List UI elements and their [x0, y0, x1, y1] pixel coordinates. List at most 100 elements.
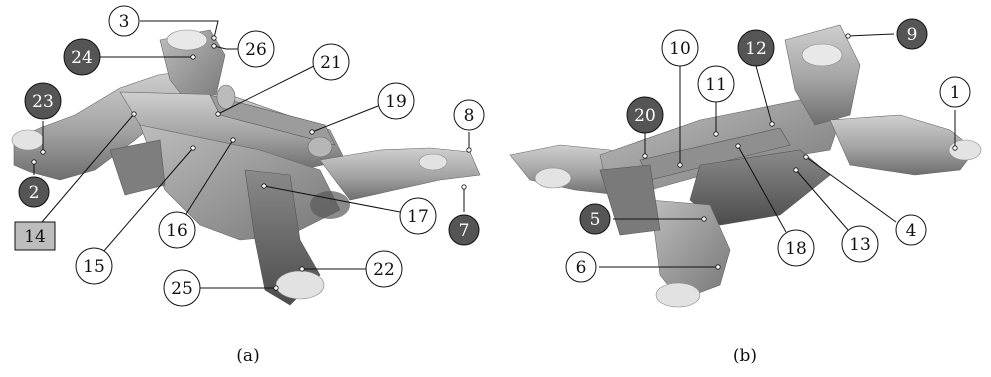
leader-line-4	[805, 156, 897, 223]
callout-label-9: 9	[907, 25, 918, 45]
callout-3: 3	[108, 5, 140, 37]
leader-line-17	[263, 185, 401, 213]
callout-26: 26	[237, 30, 275, 68]
callout-20: 20	[626, 96, 664, 134]
leader-line-13	[795, 169, 849, 231]
callout-shape-11	[697, 65, 735, 103]
callout-shape-17	[399, 197, 437, 235]
callout-label-12: 12	[745, 39, 767, 59]
subframe-a-render	[11, 29, 481, 306]
callout-label-22: 22	[373, 260, 395, 280]
callout-23: 23	[24, 82, 62, 120]
callout-14: 14	[14, 221, 56, 251]
callout-shape-24	[63, 38, 101, 76]
leader-dot-23	[40, 149, 46, 155]
callout-shape-4	[895, 214, 927, 246]
leader-dot-26	[211, 43, 217, 49]
callout-shape-25	[163, 269, 201, 307]
leader-dot-5	[701, 216, 707, 222]
callout-label-6: 6	[576, 258, 587, 278]
leader-dot-20	[642, 153, 648, 159]
leader-dot-24	[190, 54, 196, 60]
callout-5: 5	[579, 203, 611, 235]
callout-shape-22	[365, 250, 403, 288]
leader-line-18	[737, 145, 787, 233]
leader-dot-19	[309, 129, 315, 135]
leader-line-15	[102, 147, 194, 253]
leader-dot-12	[769, 121, 775, 127]
callout-7: 7	[448, 214, 480, 246]
callout-label-21: 21	[320, 53, 342, 73]
callout-label-2: 2	[29, 183, 40, 203]
callout-shape-13	[841, 225, 879, 263]
callout-shape-1	[939, 76, 971, 108]
callout-label-19: 19	[385, 92, 407, 112]
leader-lines	[31, 20, 958, 291]
callout-shape-23	[24, 82, 62, 120]
leader-dot-1	[952, 145, 958, 151]
leader-dot-8	[466, 147, 472, 153]
callout-shape-19	[377, 82, 415, 120]
callout-18: 18	[777, 229, 815, 267]
leader-dot-21	[215, 111, 221, 117]
callout-shape-2	[18, 176, 50, 208]
callout-label-7: 7	[459, 221, 470, 241]
callout-10: 10	[661, 29, 699, 67]
leader-dot-4	[803, 154, 809, 160]
leader-dot-14	[131, 111, 137, 117]
leader-dot-25	[273, 285, 279, 291]
callout-label-18: 18	[785, 239, 807, 259]
callout-label-16: 16	[166, 221, 188, 241]
leader-line-16	[185, 139, 234, 215]
callout-label-20: 20	[634, 106, 656, 126]
callout-label-5: 5	[590, 210, 601, 230]
callout-shape-26	[237, 30, 275, 68]
callout-17: 17	[399, 197, 437, 235]
callout-13: 13	[841, 225, 879, 263]
callout-shape-3	[108, 5, 140, 37]
callout-6: 6	[565, 251, 597, 283]
leader-dot-16	[230, 137, 236, 143]
leader-line-26	[213, 45, 238, 50]
callout-label-25: 25	[171, 279, 193, 299]
leader-line-19	[311, 105, 379, 133]
callout-22: 22	[365, 250, 403, 288]
leader-line-21	[217, 65, 315, 115]
callout-16: 16	[158, 211, 196, 249]
leader-dot-17	[261, 183, 267, 189]
callout-label-24: 24	[71, 48, 93, 68]
callout-label-8: 8	[464, 106, 475, 126]
leader-dot-15	[190, 145, 196, 151]
callout-1: 1	[939, 76, 971, 108]
callout-shape-18	[777, 229, 815, 267]
leader-line-9	[847, 33, 895, 37]
callout-19: 19	[377, 82, 415, 120]
callout-shape-21	[312, 43, 350, 81]
callout-label-4: 4	[906, 221, 917, 241]
callout-label-15: 15	[83, 257, 105, 277]
leader-dot-6	[715, 264, 721, 270]
callout-label-23: 23	[32, 92, 54, 112]
callout-shape-8	[453, 99, 485, 131]
callout-12: 12	[737, 29, 775, 67]
callout-shape-12	[737, 29, 775, 67]
leader-dot-22	[299, 266, 305, 272]
leader-line-12	[755, 65, 773, 125]
callout-label-13: 13	[849, 235, 871, 255]
callout-shape-9	[896, 18, 928, 50]
caption-a: (a)	[236, 346, 260, 366]
callout-21: 21	[312, 43, 350, 81]
callout-25: 25	[163, 269, 201, 307]
callout-label-26: 26	[245, 40, 267, 60]
callout-shape-10	[661, 29, 699, 67]
callout-4: 4	[895, 214, 927, 246]
callout-label-10: 10	[669, 39, 691, 59]
leader-dot-10	[677, 162, 683, 168]
leader-dot-7	[461, 184, 467, 190]
callout-shape-6	[565, 251, 597, 283]
callout-shape-20	[626, 96, 664, 134]
callout-15: 15	[75, 247, 113, 285]
leader-line-3	[140, 20, 219, 39]
